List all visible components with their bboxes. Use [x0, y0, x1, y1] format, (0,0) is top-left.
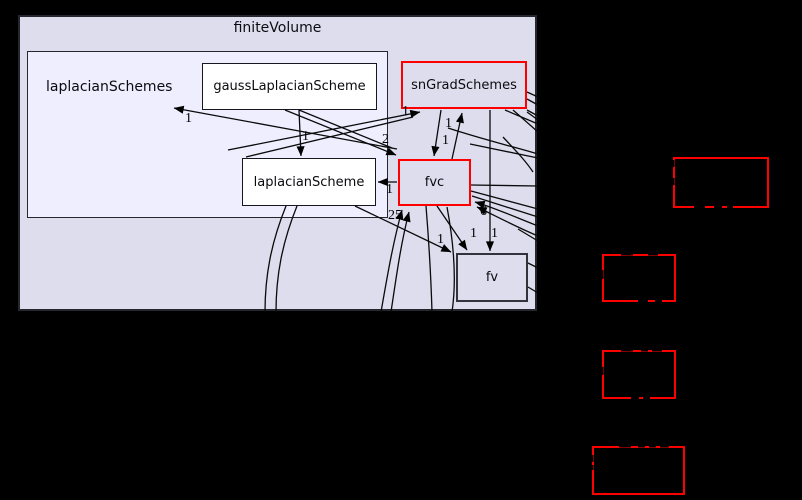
edge-label: 1	[437, 232, 444, 247]
edge-label: 2	[382, 132, 389, 147]
cluster-label-finitevolume[interactable]: finiteVolume	[233, 20, 322, 36]
node-gausslaplacianscheme[interactable]: gaussLaplacianScheme	[202, 63, 377, 110]
edge-label: 1	[470, 226, 477, 241]
external-node-1[interactable]	[673, 157, 769, 208]
node-gausslaplacianscheme-label: gaussLaplacianScheme	[213, 79, 366, 94]
edge-label: 25	[388, 208, 402, 223]
cluster-label-laplacianschemes[interactable]: laplacianSchemes	[46, 79, 173, 95]
edge-label: 1	[491, 226, 498, 241]
node-fvc-label: fvc	[424, 175, 445, 190]
external-node-4[interactable]	[592, 446, 685, 495]
node-fv-label: fv	[485, 270, 499, 285]
edge-label: 1	[386, 182, 393, 197]
edge-label: 1	[402, 104, 409, 119]
external-node-3[interactable]	[602, 350, 676, 399]
edge-label: 1	[442, 133, 449, 148]
node-fv[interactable]: fv	[456, 253, 528, 302]
node-sngradschemes[interactable]: snGradSchemes	[401, 61, 527, 109]
edge-label: 1	[185, 111, 192, 126]
node-laplacianscheme-label: laplacianScheme	[253, 174, 365, 190]
node-sngradschemes-label: snGradSchemes	[411, 77, 517, 93]
node-fvc[interactable]: fvc	[398, 159, 471, 206]
edge-label: 1	[445, 116, 452, 131]
edge-label: 1	[302, 129, 309, 144]
edge-label: 6	[480, 204, 487, 219]
node-laplacianscheme[interactable]: laplacianScheme	[242, 158, 376, 206]
external-node-2[interactable]	[602, 254, 676, 302]
